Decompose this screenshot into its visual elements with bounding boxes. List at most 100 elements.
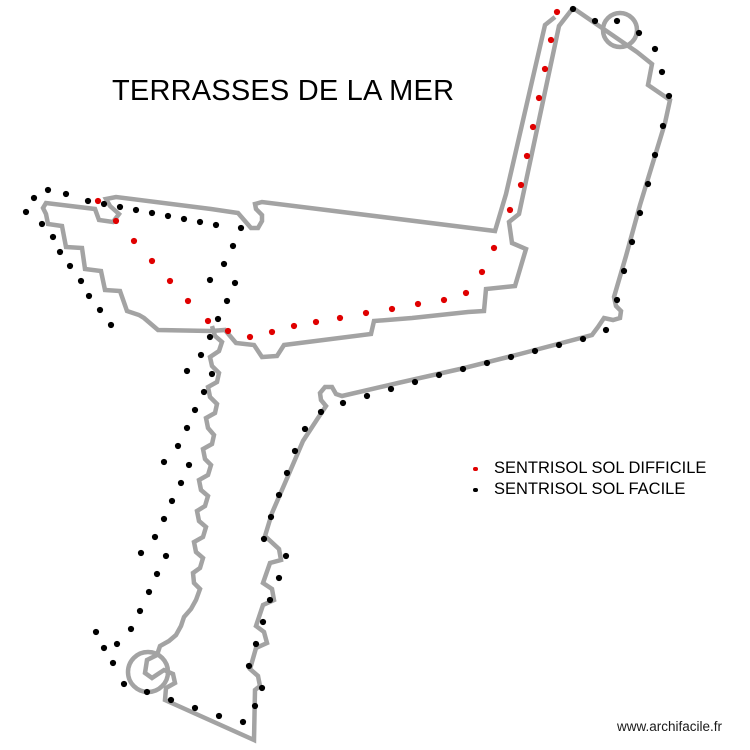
sentrisol-facile-dot [659, 122, 667, 130]
sentrisol-facile-dot [658, 68, 666, 76]
sentrisol-difficile-dot [94, 197, 102, 205]
sentrisol-facile-dot [579, 335, 587, 343]
door-arcs-group [125, 10, 640, 695]
page-title: TERRASSES DE LA MER [112, 75, 455, 107]
sentrisol-facile-dot [107, 321, 115, 329]
sentrisol-facile-dot [620, 267, 628, 275]
sentrisol-facile-dot [251, 702, 259, 710]
sentrisol-facile-dot [317, 408, 325, 416]
sentrisol-facile-dot [113, 640, 121, 648]
sentrisol-facile-dot [507, 353, 515, 361]
sentrisol-facile-dot [137, 549, 145, 557]
sentrisol-facile-dot [196, 218, 204, 226]
sentrisol-difficile-dot [529, 123, 537, 131]
sentrisol-facile-dot [555, 341, 563, 349]
sentrisol-facile-dot [183, 424, 191, 432]
sentrisol-difficile-dot [523, 152, 531, 160]
sentrisol-difficile-dot [414, 300, 422, 308]
sentrisol-facile-dot [651, 151, 659, 159]
sentrisol-facile-dot [191, 704, 199, 712]
sentrisol-facile-dot [212, 221, 220, 229]
sentrisol-facile-dot [651, 45, 659, 53]
sentrisol-facile-dot [177, 479, 185, 487]
sentrisol-facile-dot [483, 359, 491, 367]
sentrisol-facile-dot [636, 209, 644, 217]
sentrisol-facile-dot [435, 371, 443, 379]
sentrisol-facile-dot [22, 208, 30, 216]
sentrisol-difficile-dot [148, 257, 156, 265]
sentrisol-facile-dot [531, 347, 539, 355]
sentrisol-difficile-dots [94, 8, 561, 341]
sentrisol-difficile-dot [462, 289, 470, 297]
sentrisol-difficile-dot [166, 277, 174, 285]
sentrisol-difficile-dot [246, 333, 254, 341]
sentrisol-facile-dot [148, 209, 156, 217]
sentrisol-facile-dot [200, 388, 208, 396]
sentrisol-facile-dot [85, 292, 93, 300]
sentrisol-facile-dot [459, 365, 467, 373]
sentrisol-facile-dot [245, 662, 253, 670]
sentrisol-facile-dot [191, 406, 199, 414]
sentrisol-difficile-dot [312, 318, 320, 326]
sentrisol-facile-dot [96, 306, 104, 314]
sentrisol-facile-dot [260, 535, 268, 543]
sentrisol-facile-dot [411, 378, 419, 386]
sentrisol-facile-dot [208, 370, 216, 378]
sentrisol-facile-dot [252, 640, 260, 648]
sentrisol-facile-dot [160, 458, 168, 466]
sentrisol-facile-dot [164, 212, 172, 220]
sentrisol-facile-dot [644, 180, 652, 188]
sentrisol-facile-dot [185, 461, 193, 469]
sentrisol-facile-dot [229, 242, 237, 250]
watermark-url: www.archifacile.fr [617, 719, 723, 734]
sentrisol-difficile-dot [112, 217, 120, 225]
sentrisol-facile-dot [30, 194, 38, 202]
sentrisol-facile-dot [66, 262, 74, 270]
sentrisol-facile-dot [291, 447, 299, 455]
sentrisol-facile-dot [258, 684, 266, 692]
sentrisol-facile-dot [214, 315, 222, 323]
sentrisol-difficile-dot [224, 327, 232, 335]
sentrisol-facile-dot [151, 533, 159, 541]
sentrisol-facile-dot [569, 5, 577, 13]
sentrisol-difficile-dot [184, 297, 192, 305]
sentrisol-facile-dot [38, 220, 46, 228]
sentrisol-facile-dot [275, 491, 283, 499]
sentrisol-facile-dot [127, 625, 135, 633]
sentrisol-facile-dot [120, 680, 128, 688]
sentrisol-facile-dot [283, 469, 291, 477]
sentrisol-difficile-dot [362, 309, 370, 317]
sentrisol-difficile-dot [490, 244, 498, 252]
sentrisol-facile-dot [301, 425, 309, 433]
legend-item-difficile: SENTRISOL SOL DIFFICILE [470, 458, 706, 479]
sentrisol-facile-dot [183, 367, 191, 375]
sentrisol-facile-dot [62, 190, 70, 198]
legend-label-facile: SENTRISOL SOL FACILE [494, 480, 686, 498]
sentrisol-facile-dot [143, 688, 151, 696]
sentrisol-facile-dot [44, 186, 52, 194]
sentrisol-facile-dot [220, 260, 228, 268]
sentrisol-facile-dot [231, 279, 239, 287]
sentrisol-facile-dot [116, 203, 124, 211]
sentrisol-facile-dot [132, 206, 140, 214]
sentrisol-facile-dot [206, 276, 214, 284]
sentrisol-difficile-dot [553, 8, 561, 16]
legend-label-difficile: SENTRISOL SOL DIFFICILE [494, 459, 707, 477]
sentrisol-facile-dot [49, 233, 57, 241]
sentrisol-difficile-dot [268, 328, 276, 336]
sentrisol-facile-dot [56, 248, 64, 256]
sentrisol-difficile-dot [541, 65, 549, 73]
sentrisol-facile-dot [100, 644, 108, 652]
sentrisol-facile-dot [77, 277, 85, 285]
sentrisol-facile-dot [613, 296, 621, 304]
sentrisol-facile-dot [100, 200, 108, 208]
sentrisol-facile-dot [160, 515, 168, 523]
sentrisol-facile-dot [153, 570, 161, 578]
sentrisol-facile-dot [92, 628, 100, 636]
sentrisol-facile-dot [180, 215, 188, 223]
sentrisol-facile-dot [206, 333, 214, 341]
sentrisol-difficile-dot [130, 237, 138, 245]
sentrisol-facile-dot [282, 552, 290, 560]
